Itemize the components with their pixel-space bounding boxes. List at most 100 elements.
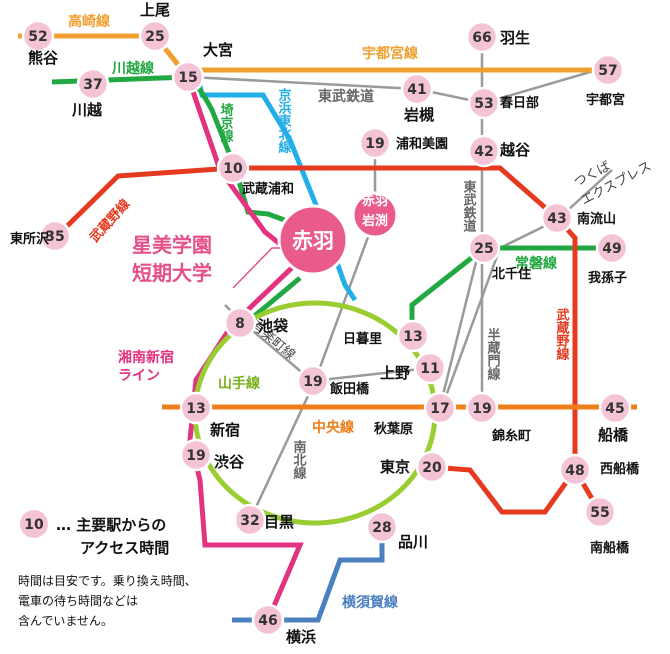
shonan-shinjuku-label-1: 湘南新宿 xyxy=(118,349,174,366)
station-marker-higashi-tokorozawa xyxy=(38,219,72,253)
station-name-nishi-funabashi: 西船橋 xyxy=(600,461,640,477)
station-marker-omiya xyxy=(171,60,205,94)
keihin-tohoku-line-label: 京浜東北線 xyxy=(276,87,292,154)
station-time-iidabashi: 19 xyxy=(303,374,322,390)
station-time-nishi-funabashi: 48 xyxy=(565,463,584,479)
station-marker-akihabara xyxy=(423,391,457,425)
shonan-shinjuku-line xyxy=(185,76,304,621)
station-time-urawa-misono: 19 xyxy=(365,136,384,152)
station-marker-ueno xyxy=(413,351,447,385)
station-time-ueno: 11 xyxy=(420,361,439,377)
station-marker-minami-funabashi xyxy=(583,495,617,529)
nanboku-line-label: 南北線 xyxy=(291,439,307,480)
station-marker-nippori xyxy=(396,319,430,353)
station-name-ikebukuro: 池袋 xyxy=(258,317,289,335)
station-time-nippori: 13 xyxy=(403,329,422,345)
akabane-label: 赤羽 xyxy=(292,229,334,253)
station-time-kawagoe: 37 xyxy=(83,77,102,93)
saikyo-line-south xyxy=(250,276,302,320)
station-time-minami-nagareyama: 43 xyxy=(547,211,566,227)
station-marker-meguro xyxy=(233,503,267,537)
station-name-kawagoe: 川越 xyxy=(71,101,103,119)
station-marker-ageo xyxy=(138,19,172,53)
station-marker-urawa-misono xyxy=(358,126,392,160)
station-time-meguro: 32 xyxy=(240,513,259,529)
station-name-higashi-tokorozawa: 東所沢 xyxy=(10,231,50,247)
station-time-minami-funabashi: 55 xyxy=(590,505,609,521)
station-marker-kawagoe xyxy=(76,67,110,101)
station-marker-iidabashi xyxy=(296,364,330,398)
station-time-musashi-urawa: 10 xyxy=(223,161,243,177)
chuo-line-label: 中央線 xyxy=(312,419,354,436)
station-name-kumagaya: 熊谷 xyxy=(28,49,59,67)
station-time-yokohama: 46 xyxy=(258,613,277,629)
musashino-line-label-2: 武蔵野線 xyxy=(554,307,570,361)
station-name-shibuya: 渋谷 xyxy=(214,453,245,471)
akabane-iwabuchi-label-2: 岩渕 xyxy=(361,213,388,229)
keiyo-line xyxy=(431,464,578,515)
tsukuba-express-line xyxy=(440,169,613,408)
station-time-shinagawa: 28 xyxy=(372,520,391,536)
station-name-urawa-misono: 浦和美園 xyxy=(396,136,448,152)
akabane-iwabuchi-marker xyxy=(351,191,399,239)
legend-sample-marker xyxy=(20,510,48,538)
station-name-meguro: 目黒 xyxy=(264,513,294,531)
station-time-abiko: 49 xyxy=(602,241,621,257)
station-name-akihabara: 秋葉原 xyxy=(374,421,413,437)
station-marker-funabashi xyxy=(598,391,632,425)
station-time-kumagaya: 52 xyxy=(28,29,47,45)
station-name-yokohama: 横浜 xyxy=(286,628,316,646)
station-name-shinjuku: 新宿 xyxy=(210,421,240,439)
legend-note-3: 含んでいません。 xyxy=(18,613,113,628)
saikyo-line-label: 埼京線 xyxy=(218,102,234,143)
station-marker-utsunomiya xyxy=(591,53,625,87)
station-name-iwatsuki: 岩槻 xyxy=(403,106,434,124)
kawagoe-line xyxy=(51,74,189,85)
station-time-kinshicho: 19 xyxy=(472,401,491,417)
station-name-omiya: 大宮 xyxy=(203,41,233,59)
station-name-abiko: 我孫子 xyxy=(588,270,627,286)
station-marker-abiko xyxy=(595,231,629,265)
station-name-minami-funabashi: 南船橋 xyxy=(590,540,630,556)
musashino-line xyxy=(53,165,603,514)
station-time-ikebukuro: 8 xyxy=(235,316,245,332)
station-marker-kumagaya xyxy=(21,19,55,53)
nanboku-line xyxy=(248,143,377,521)
akabane-station-marker xyxy=(277,204,349,276)
station-marker-yokohama xyxy=(251,603,285,637)
station-name-hanyu: 羽生 xyxy=(500,29,530,47)
station-name-musashi-urawa: 武蔵浦和 xyxy=(242,181,294,197)
station-marker-shinjuku xyxy=(179,391,213,425)
legend-label-1: … 主要駅からの xyxy=(56,516,166,534)
station-marker-iwatsuki xyxy=(400,72,434,106)
station-marker-shibuya xyxy=(179,438,213,472)
station-name-kita-senju: 北千住 xyxy=(492,266,531,282)
legend-sample-time: 10 xyxy=(24,517,44,533)
tobu-label-1: 東武鉄道 xyxy=(318,88,374,105)
kawagoe-line-label: 川越線 xyxy=(111,60,154,77)
station-time-shinjuku: 13 xyxy=(186,401,205,417)
station-marker-koshigaya xyxy=(467,134,501,168)
station-name-ueno: 上野 xyxy=(380,364,410,382)
station-time-kita-senju: 25 xyxy=(474,241,493,257)
station-name-kinshicho: 錦糸町 xyxy=(492,428,531,444)
yokosuka-line-label: 横須賀線 xyxy=(342,594,398,611)
joban-line-label: 常磐線 xyxy=(515,255,557,272)
station-name-nippori: 日暮里 xyxy=(343,331,382,347)
station-marker-tokyo xyxy=(415,450,449,484)
legend-note-1: 時間は目安です。乗り換え時間、 xyxy=(18,573,197,588)
station-marker-ikebukuro xyxy=(223,306,257,340)
station-time-tokyo: 20 xyxy=(422,460,442,476)
station-name-funabashi: 船橋 xyxy=(598,426,629,444)
station-marker-musashi-urawa xyxy=(216,151,250,185)
yamanote-line-label: 山手線 xyxy=(218,375,260,392)
hanzomon-line-label: 半蔵門線 xyxy=(485,327,501,381)
station-time-omiya: 15 xyxy=(178,70,197,86)
station-marker-kinshicho xyxy=(465,391,499,425)
station-marker-hanyu xyxy=(465,20,499,54)
school-name-line1: 星美学園 xyxy=(132,233,212,257)
station-marker-nishi-funabashi xyxy=(558,453,592,487)
joban-line xyxy=(409,245,612,336)
station-name-iidabashi: 飯田橋 xyxy=(329,381,370,397)
